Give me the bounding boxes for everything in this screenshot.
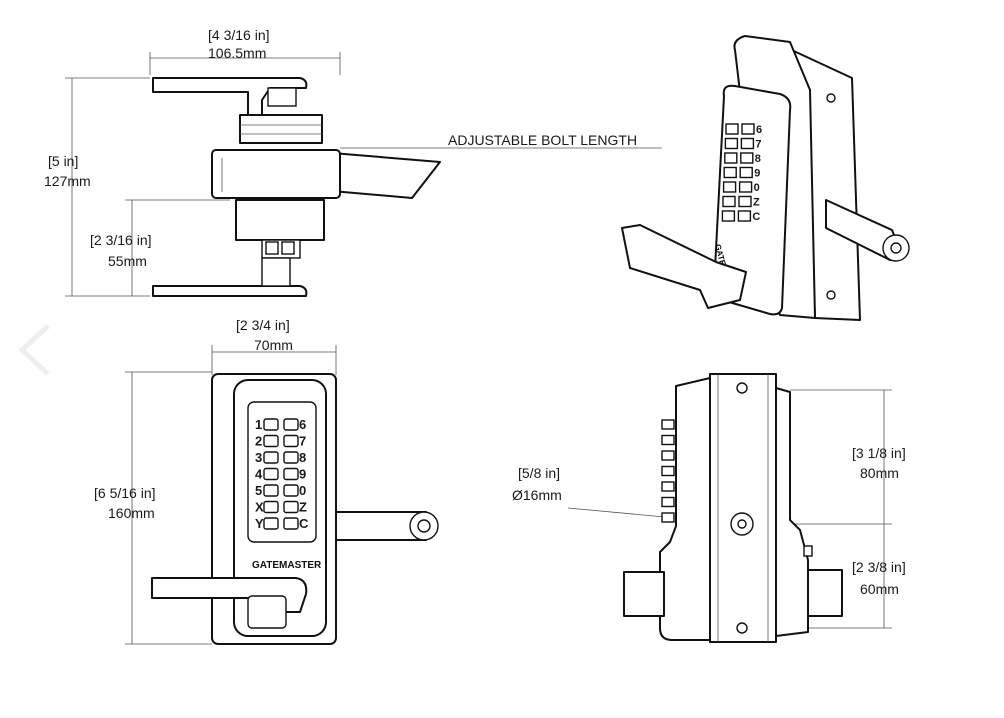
top-height-in: [5 in] <box>48 153 78 169</box>
key-label-3d: 0 <box>754 182 760 194</box>
key-label-left: Y <box>255 516 264 531</box>
side-keypad-button <box>661 450 675 461</box>
key-label-left: 1 <box>255 417 262 432</box>
keypad-button-3d[interactable] <box>723 166 737 179</box>
key-label-3d: 7 <box>755 139 761 151</box>
keypad-button-3d[interactable] <box>740 137 755 150</box>
key-label-3d: 9 <box>754 168 760 180</box>
key-label-left: 4 <box>255 467 263 482</box>
keypad-button-3d[interactable] <box>722 181 737 193</box>
keypad-button-3d[interactable] <box>721 210 736 222</box>
key-label-left: 2 <box>255 434 262 449</box>
keypad-button-3d[interactable] <box>739 166 753 179</box>
top-height-mm: 127mm <box>44 173 91 189</box>
top-lower-in: [2 3/16 in] <box>90 232 152 248</box>
side-upper-in: [3 1/8 in] <box>852 445 906 461</box>
keypad-button-3d[interactable] <box>738 195 752 208</box>
keypad-button[interactable] <box>283 500 299 514</box>
key-label-left: 3 <box>255 450 262 465</box>
key-label-left: X <box>255 500 264 515</box>
front-height-in: [6 5/16 in] <box>94 485 156 501</box>
keypad-button[interactable] <box>283 517 299 530</box>
key-label-3d: 8 <box>755 153 761 165</box>
key-label-right: C <box>299 516 309 531</box>
key-label-right: 9 <box>299 467 306 482</box>
keypad-button[interactable] <box>283 434 299 448</box>
keypad-button[interactable] <box>263 451 279 464</box>
side-keypad-button <box>661 434 675 446</box>
key-label-3d: Z <box>753 197 760 209</box>
keypad-button-3d[interactable] <box>740 152 754 164</box>
top-lower-mm: 55mm <box>108 253 147 269</box>
top-width-mm: 106.5mm <box>208 45 266 61</box>
key-label-right: Z <box>299 500 307 515</box>
keypad-button-3d[interactable] <box>738 181 753 193</box>
key-label-right: 8 <box>299 450 306 465</box>
keypad-button[interactable] <box>263 517 279 530</box>
key-label-right: 7 <box>299 434 306 449</box>
keypad-button-3d[interactable] <box>724 152 738 164</box>
keypad-button[interactable] <box>263 484 279 497</box>
brand-label: GATEMASTER <box>252 560 322 571</box>
side-keypad-button <box>661 496 675 508</box>
keypad-button-3d[interactable] <box>725 123 739 135</box>
keypad-button[interactable] <box>283 451 299 464</box>
key-label-3d: C <box>752 211 760 223</box>
top-width-in: [4 3/16 in] <box>208 27 270 43</box>
front-width-in: [2 3/4 in] <box>236 317 290 333</box>
bolt-length-label: ADJUSTABLE BOLT LENGTH <box>448 132 637 148</box>
side-keypad-button <box>661 481 675 492</box>
keypad-button[interactable] <box>263 418 279 431</box>
side-keypad-button <box>661 512 675 523</box>
key-label-right: 6 <box>299 417 306 432</box>
side-lower-mm: 60mm <box>860 581 899 597</box>
keypad-button-3d[interactable] <box>722 195 736 208</box>
side-hole-mm: Ø16mm <box>512 487 562 503</box>
side-keypad-button <box>661 465 675 477</box>
keypad-button-3d[interactable] <box>724 137 739 150</box>
keypad-button[interactable] <box>283 484 299 497</box>
side-hole-in: [5/8 in] <box>518 465 560 481</box>
key-label-left: 5 <box>255 483 262 498</box>
keypad-button[interactable] <box>283 467 299 481</box>
keypad-button[interactable] <box>263 467 279 481</box>
keypad-button[interactable] <box>263 500 279 514</box>
keypad-button[interactable] <box>283 418 299 431</box>
side-keypad-button <box>661 419 675 430</box>
front-height-mm: 160mm <box>108 505 155 521</box>
side-lower-in: [2 3/8 in] <box>852 559 906 575</box>
key-label-3d: 6 <box>756 124 762 136</box>
front-width-mm: 70mm <box>254 337 293 353</box>
keypad-button-3d[interactable] <box>737 210 752 222</box>
key-label-right: 0 <box>299 483 306 498</box>
side-upper-mm: 80mm <box>860 465 899 481</box>
keypad-button[interactable] <box>263 434 279 448</box>
chevron-left-icon[interactable] <box>18 324 50 376</box>
keypad-button-3d[interactable] <box>741 123 755 135</box>
